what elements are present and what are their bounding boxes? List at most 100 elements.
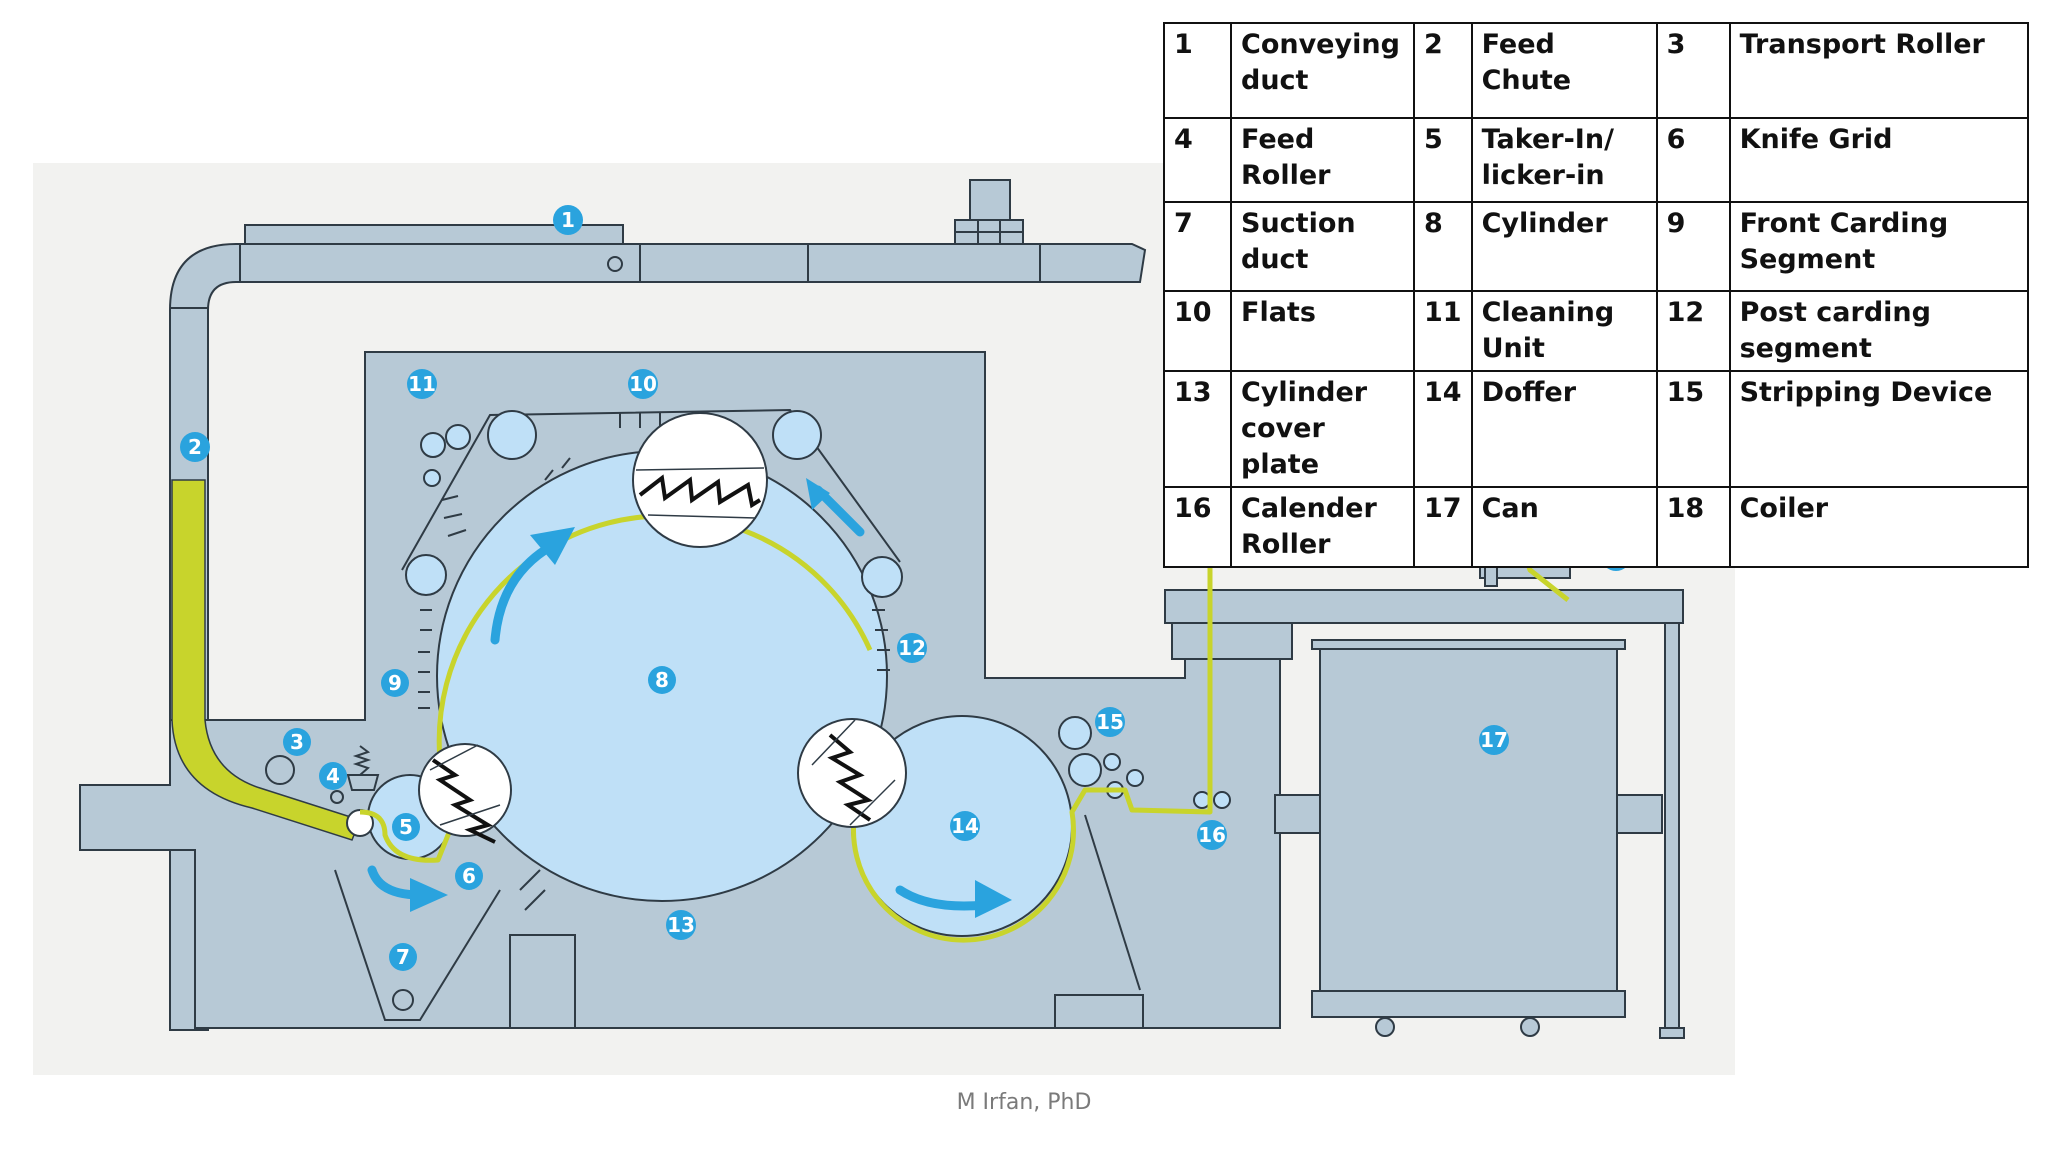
legend-row: 10 Flats 11 Cleaning Unit 12 Post cardin… (1163, 290, 2029, 372)
small-feed-roller (330, 790, 344, 804)
badge-7: 7 (389, 943, 417, 971)
svg-text:4: 4 (326, 764, 340, 788)
badge-16: 16 (1197, 820, 1227, 850)
svg-text:15: 15 (1096, 710, 1124, 734)
fan-unit (954, 179, 1024, 245)
legend-label: Flats (1230, 290, 1415, 372)
flat-teeth (418, 412, 890, 709)
legend-label: Taker-In/ licker-in (1470, 117, 1658, 203)
legend-label: Stripping Device (1728, 370, 2029, 488)
suction-duct (334, 869, 546, 1021)
legend-label: Feed Roller (1230, 117, 1415, 203)
doffer-arrow-head (975, 880, 1012, 918)
badge-3: 3 (283, 728, 311, 756)
svg-text:8: 8 (655, 668, 669, 692)
legend-number: 14 (1413, 370, 1473, 488)
badge-12: 12 (897, 633, 927, 663)
legend-label: Cleaning Unit (1470, 290, 1658, 372)
legend-number: 3 (1655, 22, 1731, 119)
legend-number: 1 (1163, 22, 1232, 119)
legend-number: 9 (1655, 201, 1731, 292)
legend-number: 10 (1163, 290, 1232, 372)
badge-5: 5 (392, 813, 420, 841)
badge-15: 15 (1095, 707, 1125, 737)
cylinder-arrow (490, 545, 550, 645)
legend-number: 16 (1163, 486, 1232, 568)
badge-11: 11 (407, 369, 437, 399)
svg-text:16: 16 (1198, 823, 1226, 847)
svg-text:6: 6 (462, 864, 476, 888)
legend-label: Cylinder cover plate (1230, 370, 1415, 488)
taker-in-arrow-head (410, 878, 448, 912)
badge-2: 2 (180, 432, 210, 462)
svg-text:12: 12 (898, 636, 926, 660)
badge-6: 6 (455, 862, 483, 890)
legend-number: 17 (1413, 486, 1473, 568)
svg-text:3: 3 (290, 730, 304, 754)
badge-13: 13 (666, 910, 696, 940)
legend-label: Can (1470, 486, 1658, 568)
svg-text:13: 13 (667, 913, 695, 937)
sliver-can (1274, 639, 1663, 1037)
svg-text:11: 11 (408, 372, 436, 396)
legend-number: 2 (1413, 22, 1473, 119)
author-credit: M Irfan, PhD (956, 1090, 1092, 1115)
cover-plate-box (509, 934, 576, 1029)
svg-text:9: 9 (388, 671, 402, 695)
legend-number: 13 (1163, 370, 1232, 488)
legend-table: 1 Conveying duct 2 Feed Chute 3 Transpor… (1163, 22, 2029, 568)
legend-label: Coiler (1728, 486, 2029, 568)
legend-label: Knife Grid (1728, 117, 2029, 203)
badge-9: 9 (381, 669, 409, 697)
legend-number: 11 (1413, 290, 1473, 372)
legend-number: 8 (1413, 201, 1473, 292)
legend-label: Feed Chute (1470, 22, 1658, 119)
svg-text:1: 1 (561, 208, 575, 232)
legend-label: Transport Roller (1728, 22, 2029, 119)
badge-10: 10 (628, 369, 658, 399)
legend-number: 18 (1655, 486, 1731, 568)
svg-text:7: 7 (396, 945, 410, 969)
doffer-arrow (895, 885, 990, 911)
arrow-heads (410, 478, 1012, 918)
legend-label: Conveying duct (1230, 22, 1415, 119)
legend-label: Cylinder (1470, 201, 1658, 292)
legend-number: 4 (1163, 117, 1232, 203)
calender-rollers (1193, 791, 1231, 809)
feed-chute-fiber (171, 479, 361, 841)
legend-row: 16 Calender Roller 17 Can 18 Coiler (1163, 486, 2029, 568)
legend-number: 5 (1413, 117, 1473, 203)
badge-17: 17 (1479, 725, 1509, 755)
flats-clothing (632, 412, 768, 548)
svg-text:5: 5 (399, 815, 413, 839)
badge-8: 8 (648, 666, 676, 694)
legend-label: Suction duct (1230, 201, 1415, 292)
badge-4: 4 (319, 762, 347, 790)
transport-roller (265, 755, 295, 785)
legend-row: 7 Suction duct 8 Cylinder 9 Front Cardin… (1163, 201, 2029, 292)
legend-label: Post carding segment (1728, 290, 2029, 372)
feed-spring (346, 745, 380, 791)
legend-label: Front Carding Segment (1728, 201, 2029, 292)
doffer-base-box (1054, 994, 1144, 1029)
legend-label: Doffer (1470, 370, 1658, 488)
doffer-clothing (797, 718, 907, 828)
svg-text:17: 17 (1480, 728, 1508, 752)
svg-text:14: 14 (951, 814, 979, 838)
legend-number: 6 (1655, 117, 1731, 203)
conveying-duct (169, 224, 1147, 1031)
legend-number: 12 (1655, 290, 1731, 372)
legend-row: 13 Cylinder cover plate 14 Doffer 15 Str… (1163, 370, 2029, 488)
taker-in-clothing (418, 743, 512, 844)
svg-text:10: 10 (629, 372, 657, 396)
svg-text:2: 2 (188, 435, 202, 459)
cylinder-arrow-head (530, 527, 575, 565)
legend-row: 1 Conveying duct 2 Feed Chute 3 Transpor… (1163, 22, 2029, 119)
doffer-guard (1084, 814, 1141, 991)
badge-14: 14 (950, 811, 980, 841)
legend-label: Calender Roller (1230, 486, 1415, 568)
legend-row: 4 Feed Roller 5 Taker-In/ licker-in 6 Kn… (1163, 117, 2029, 203)
legend-number: 7 (1163, 201, 1232, 292)
flats-arrow-head (806, 478, 830, 510)
badge-1: 1 (553, 205, 583, 235)
